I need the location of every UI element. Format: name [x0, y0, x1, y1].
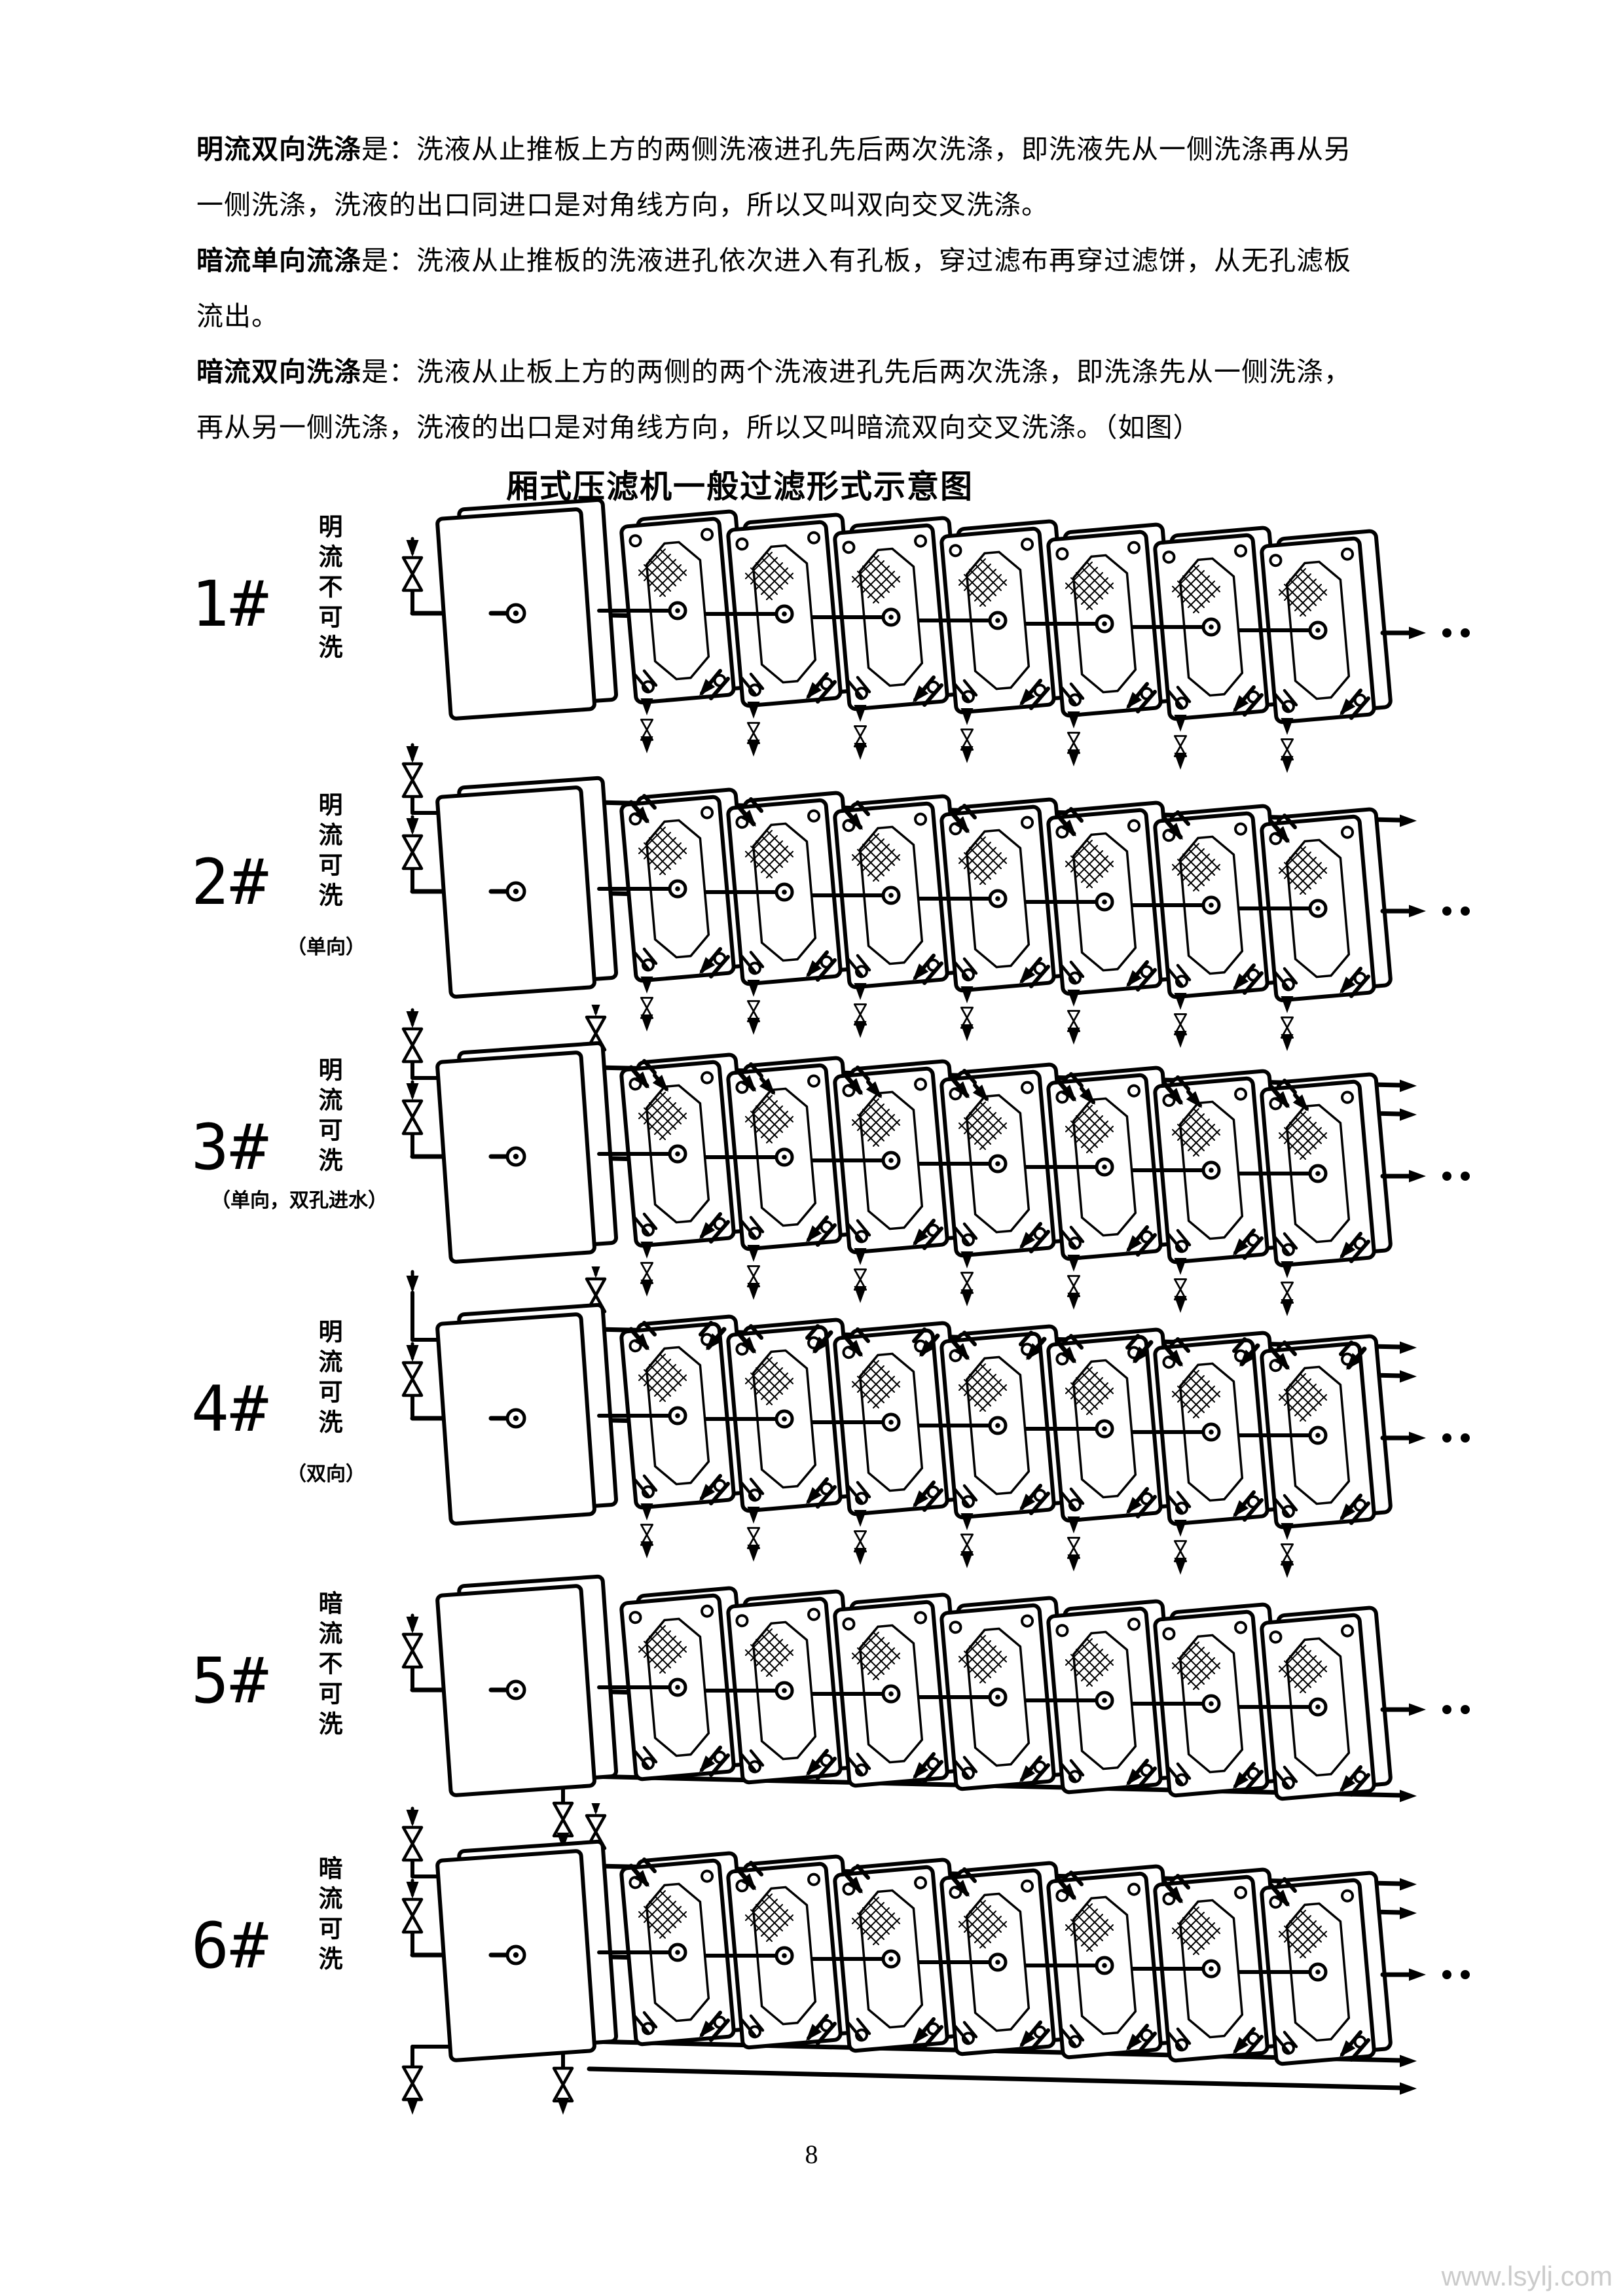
row-number: 4# [191, 1372, 270, 1446]
row-number: 2# [191, 846, 270, 919]
row-sub-label: （单向） [287, 937, 365, 958]
row-number: 3# [191, 1111, 270, 1184]
filter-press-diagram [401, 743, 1470, 1051]
paragraph-line: 暗流单向流涤是：洗液从止推板的洗液进孔依次进入有孔板，穿过滤布再穿过滤饼，从无孔… [196, 233, 1440, 289]
row-wash-label: 明流可洗 [315, 1057, 342, 1177]
row-number: 1# [191, 567, 270, 641]
row-number: 5# [191, 1644, 270, 1717]
row-wash-label: 暗流不可洗 [315, 1590, 342, 1741]
paragraph-lead: 暗流双向洗涤 [196, 357, 361, 387]
paragraph-line: 再从另一侧洗涤，洗液的出口是对角线方向，所以又叫暗流双向交叉洗涤。（如图） [196, 400, 1440, 456]
paragraph-text: 再从另一侧洗涤，洗液的出口是对角线方向，所以又叫暗流双向交叉洗涤。（如图） [196, 412, 1201, 442]
row-wash-label: 明流不可洗 [315, 514, 342, 664]
figure-title: 厢式压滤机一般过滤形式示意图 [505, 469, 974, 505]
row-wash-label: 明流可洗 [315, 792, 342, 912]
filter-press-diagram [401, 1803, 1470, 2115]
page-number: 8 [805, 2140, 818, 2169]
paragraph-text: 是：洗液从止板上方的两侧的两个洗液进孔先后两次洗涤，即洗涤先从一侧洗涤， [361, 357, 1351, 387]
intro-paragraphs: 明流双向洗涤是：洗液从止推板上方的两侧洗液进孔先后两次洗涤，即洗液先从一侧洗涤再… [196, 122, 1440, 456]
row-sub-label: （双向） [287, 1463, 365, 1485]
filter-press-diagram [401, 1574, 1470, 1850]
watermark: www.lsylj.com [1441, 2261, 1613, 2291]
paragraph-lead: 明流双向洗涤 [196, 134, 361, 164]
filter-press-diagram [401, 497, 1470, 773]
paragraph-text: 是：洗液从止推板的洗液进孔依次进入有孔板，穿过滤布再穿过滤饼，从无孔滤板 [361, 245, 1351, 276]
paragraph-text: 流出。 [196, 301, 279, 331]
paragraph-text: 是：洗液从止推板上方的两侧洗液进孔先后两次洗涤，即洗液先从一侧洗涤再从另 [361, 134, 1351, 164]
paragraph-line: 一侧洗涤，洗液的出口同进口是对角线方向，所以又叫双向交叉洗涤。 [196, 177, 1440, 233]
paragraph-line: 明流双向洗涤是：洗液从止推板上方的两侧洗液进孔先后两次洗涤，即洗液先从一侧洗涤再… [196, 122, 1440, 177]
row-sub-label: （单向，双孔进水） [211, 1190, 388, 1211]
row-wash-label: 暗流可洗 [315, 1856, 342, 1976]
paragraph-lead: 暗流单向流涤 [196, 245, 361, 276]
paragraph-line: 流出。 [196, 289, 1440, 344]
row-wash-label: 明流可洗 [315, 1319, 342, 1439]
row-number: 6# [191, 1909, 270, 1982]
paragraph-line: 暗流双向洗涤是：洗液从止板上方的两侧的两个洗液进孔先后两次洗涤，即洗涤先从一侧洗… [196, 344, 1440, 400]
paragraph-text: 一侧洗涤，洗液的出口同进口是对角线方向，所以又叫双向交叉洗涤。 [196, 190, 1049, 220]
filter-press-diagram [401, 1005, 1470, 1316]
filter-press-diagram [401, 1266, 1470, 1578]
